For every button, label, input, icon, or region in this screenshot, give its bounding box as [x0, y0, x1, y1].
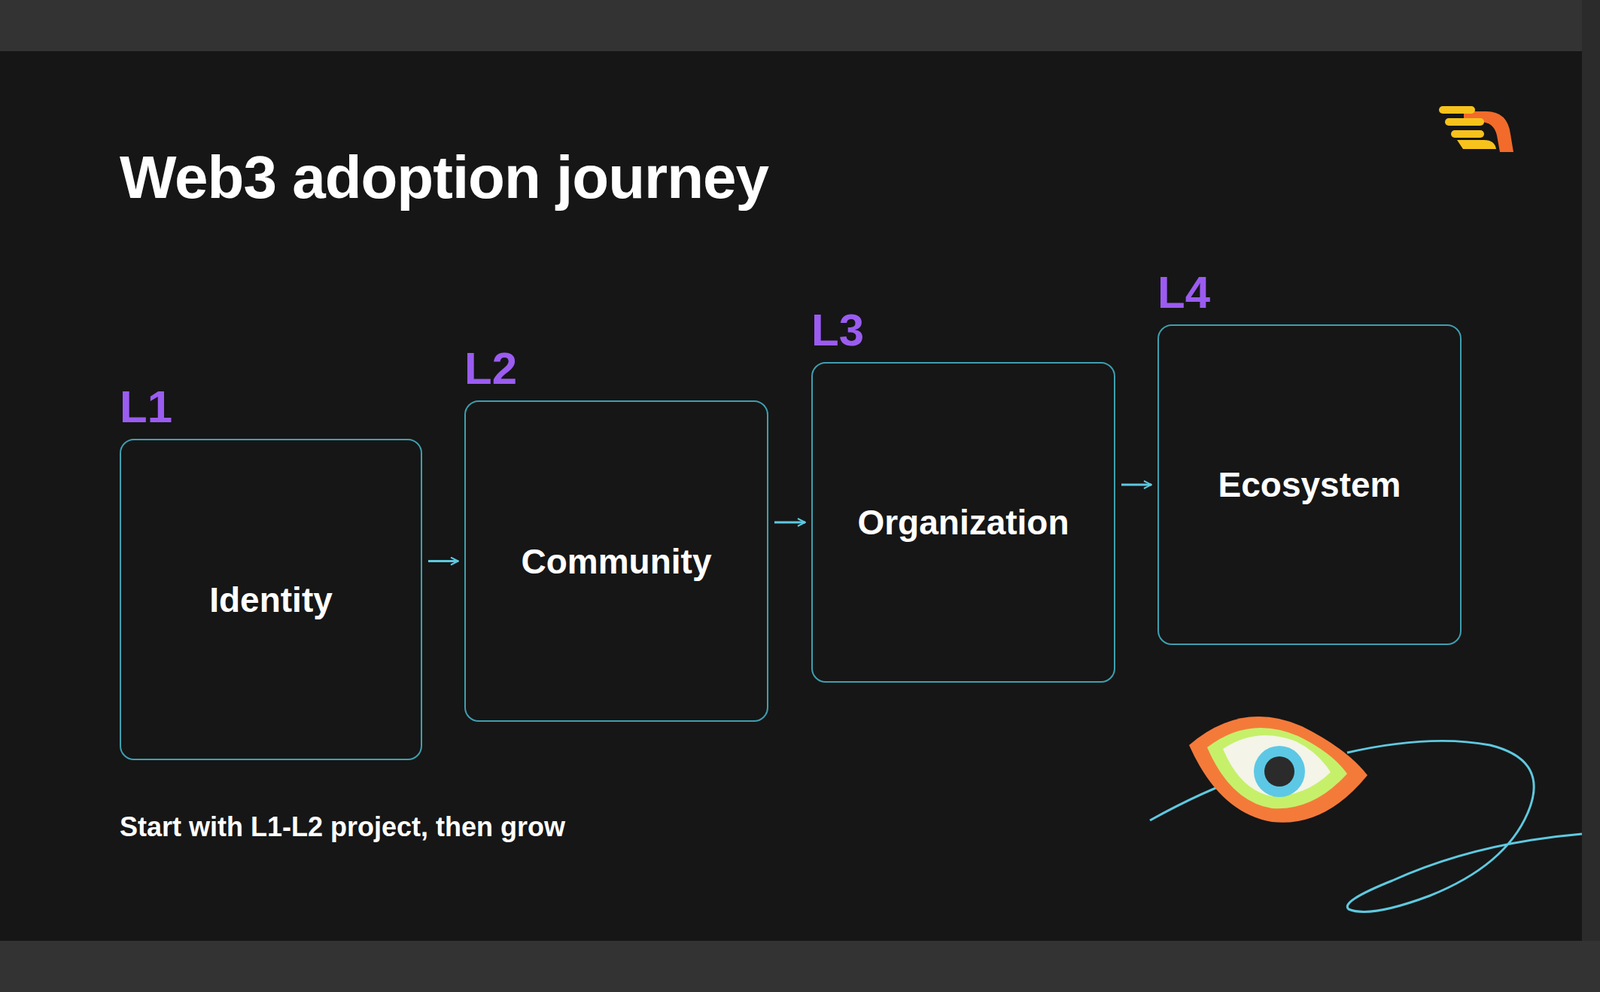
slide-title: Web3 adoption journey [119, 142, 769, 213]
stage-node: CommunityL2 [464, 400, 769, 722]
flow-arrow [774, 521, 806, 524]
level-label: L3 [811, 304, 864, 356]
stage-box: Ecosystem [1157, 324, 1462, 645]
window-bar [0, 0, 1600, 52]
stage-box: Identity [119, 438, 423, 761]
stage-name: Identity [209, 579, 333, 621]
stage-name: Organization [857, 501, 1069, 543]
level-label: L1 [119, 380, 173, 433]
stage-box: Organization [811, 361, 1116, 683]
stage-name: Ecosystem [1218, 464, 1402, 505]
stage-name: Community [521, 541, 712, 582]
stage-node: EcosystemL4 [1157, 324, 1462, 645]
slide-caption: Start with L1-L2 project, then grow [119, 811, 566, 843]
level-label: L2 [464, 342, 518, 395]
level-label: L4 [1157, 266, 1211, 319]
stage-box: Community [464, 400, 769, 722]
flow-arrow [1121, 483, 1152, 487]
window-bar [0, 940, 1600, 992]
stage-node: OrganizationL3 [811, 361, 1116, 683]
flow-arrow [428, 559, 459, 563]
logo [1438, 106, 1514, 153]
stage-node: IdentityL1 [119, 438, 423, 761]
eye-illustration [1149, 716, 1582, 912]
window-edge [1581, 0, 1600, 992]
